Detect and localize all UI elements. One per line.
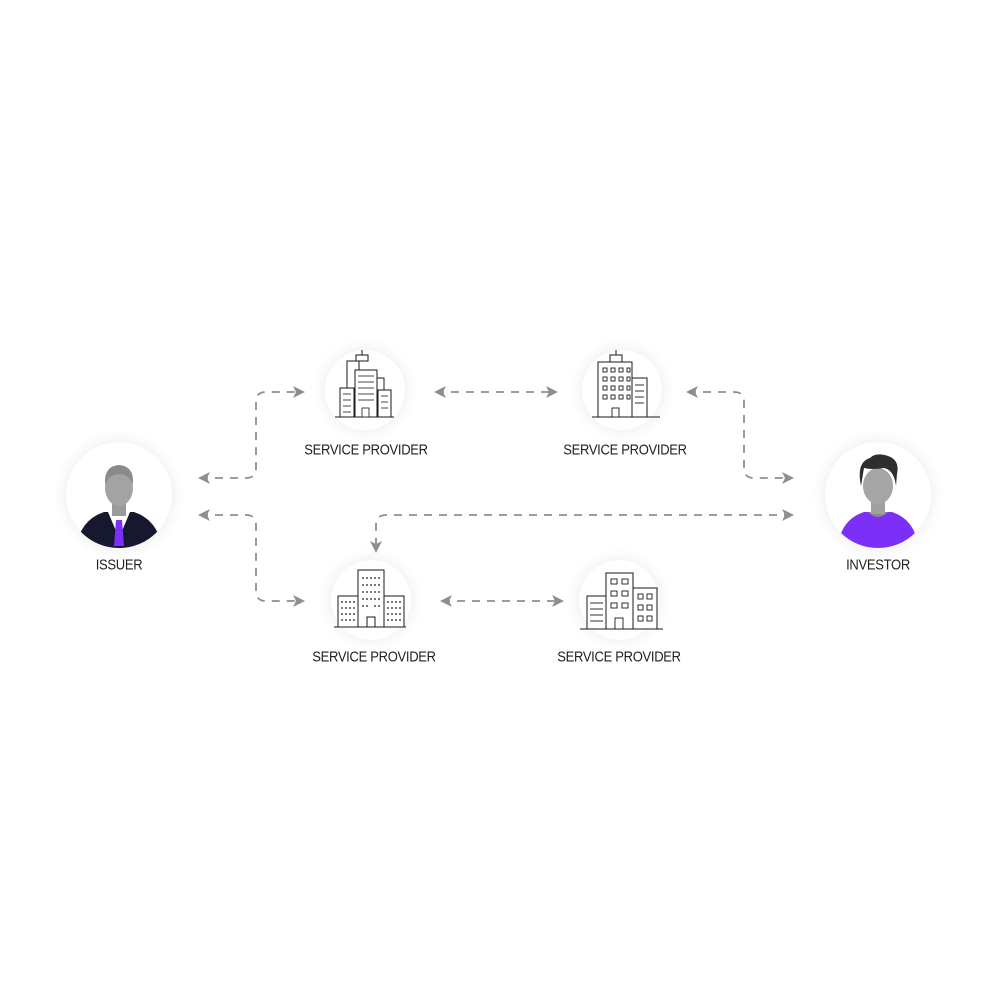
building-icon-bottom-right (580, 572, 663, 630)
connector-issuer-to-provider-top-left (198, 386, 305, 484)
connector-issuer-to-provider-bottom-left (198, 509, 305, 607)
building-icon-top-right (592, 350, 660, 418)
investor-label: INVESTOR (846, 555, 910, 574)
investor-avatar-icon (838, 454, 918, 548)
building-icon-bottom-left (334, 569, 406, 628)
service-provider-label-top-right: SERVICE PROVIDER (563, 440, 687, 459)
service-provider-label-top-left: SERVICE PROVIDER (304, 440, 428, 459)
service-provider-label-bottom-right: SERVICE PROVIDER (557, 647, 681, 666)
issuer-avatar-icon (76, 465, 162, 548)
connector-provider-top-right-to-investor (686, 386, 794, 484)
service-provider-label-bottom-left: SERVICE PROVIDER (312, 647, 436, 666)
building-icon-top-left (335, 350, 394, 418)
issuer-label: ISSUER (95, 555, 143, 574)
connector-investor-to-provider-bottom-left (370, 509, 794, 553)
